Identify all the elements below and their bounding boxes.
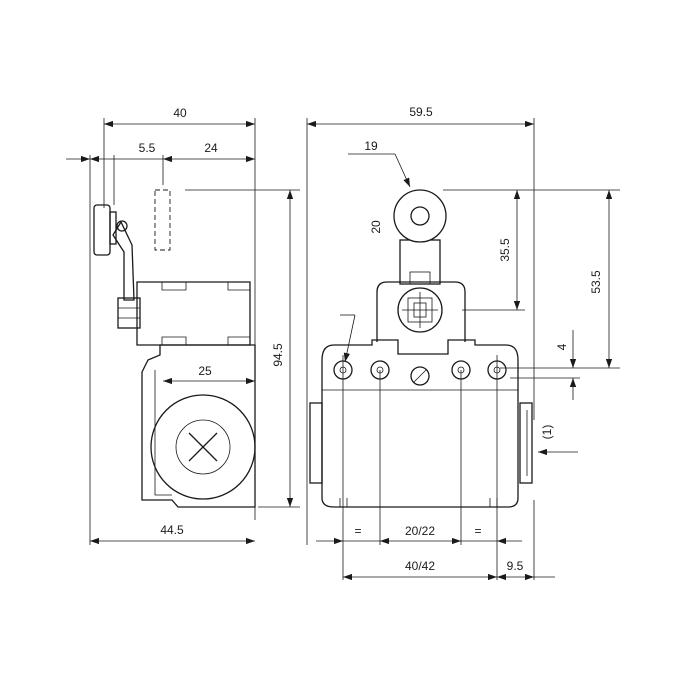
center-screw [410, 366, 430, 386]
dim-equal-right: = [474, 524, 481, 538]
dim-roller-thickness: 20 [369, 220, 383, 234]
dim-lever-offset: 24 [204, 141, 218, 155]
side-body [141, 344, 256, 508]
mount-hole-3 [451, 360, 471, 380]
mount-hole-2 [370, 360, 390, 380]
dim-base-spacing: 40/42 [405, 559, 435, 573]
dim-overall-height: 94.5 [271, 343, 285, 367]
dim-side-body-width: 25 [198, 364, 212, 378]
side-lever-arm [112, 220, 135, 301]
dim-roller-width: 5.5 [139, 141, 156, 155]
mount-hole-4 [487, 360, 507, 380]
dim-front-total-width: 59.5 [409, 105, 433, 119]
dim-side-base-width: 44.5 [160, 523, 184, 537]
dim-roller-to-axis: 35.5 [498, 238, 512, 262]
front-roller [393, 189, 447, 243]
right-boss [519, 402, 533, 484]
left-boss [309, 402, 323, 484]
side-head [136, 281, 251, 346]
dim-base-offset: 9.5 [507, 559, 524, 573]
front-head [376, 281, 466, 342]
dim-side-total-width: 40 [173, 106, 187, 120]
actuator-stem [399, 239, 441, 285]
front-body [321, 339, 519, 508]
side-roller [93, 204, 111, 256]
side-view: 40 5.5 24 25 44.5 94.5 [66, 106, 300, 545]
dim-conduit-entry: (1) [540, 425, 554, 440]
mount-hole-1 [333, 360, 353, 380]
front-view: 59.5 19 20 35.5 53.5 4 (1) = 20/22 = 40/… [306, 105, 620, 581]
dim-hole-spacing: 20/22 [405, 524, 435, 538]
side-roller-ghost [154, 189, 171, 251]
dim-top-to-mount: 53.5 [589, 270, 603, 294]
dim-equal-left: = [354, 524, 361, 538]
dim-mount-offset: 4 [555, 343, 569, 350]
dim-roller-diameter: 19 [364, 139, 378, 153]
cover-screw [150, 394, 256, 500]
